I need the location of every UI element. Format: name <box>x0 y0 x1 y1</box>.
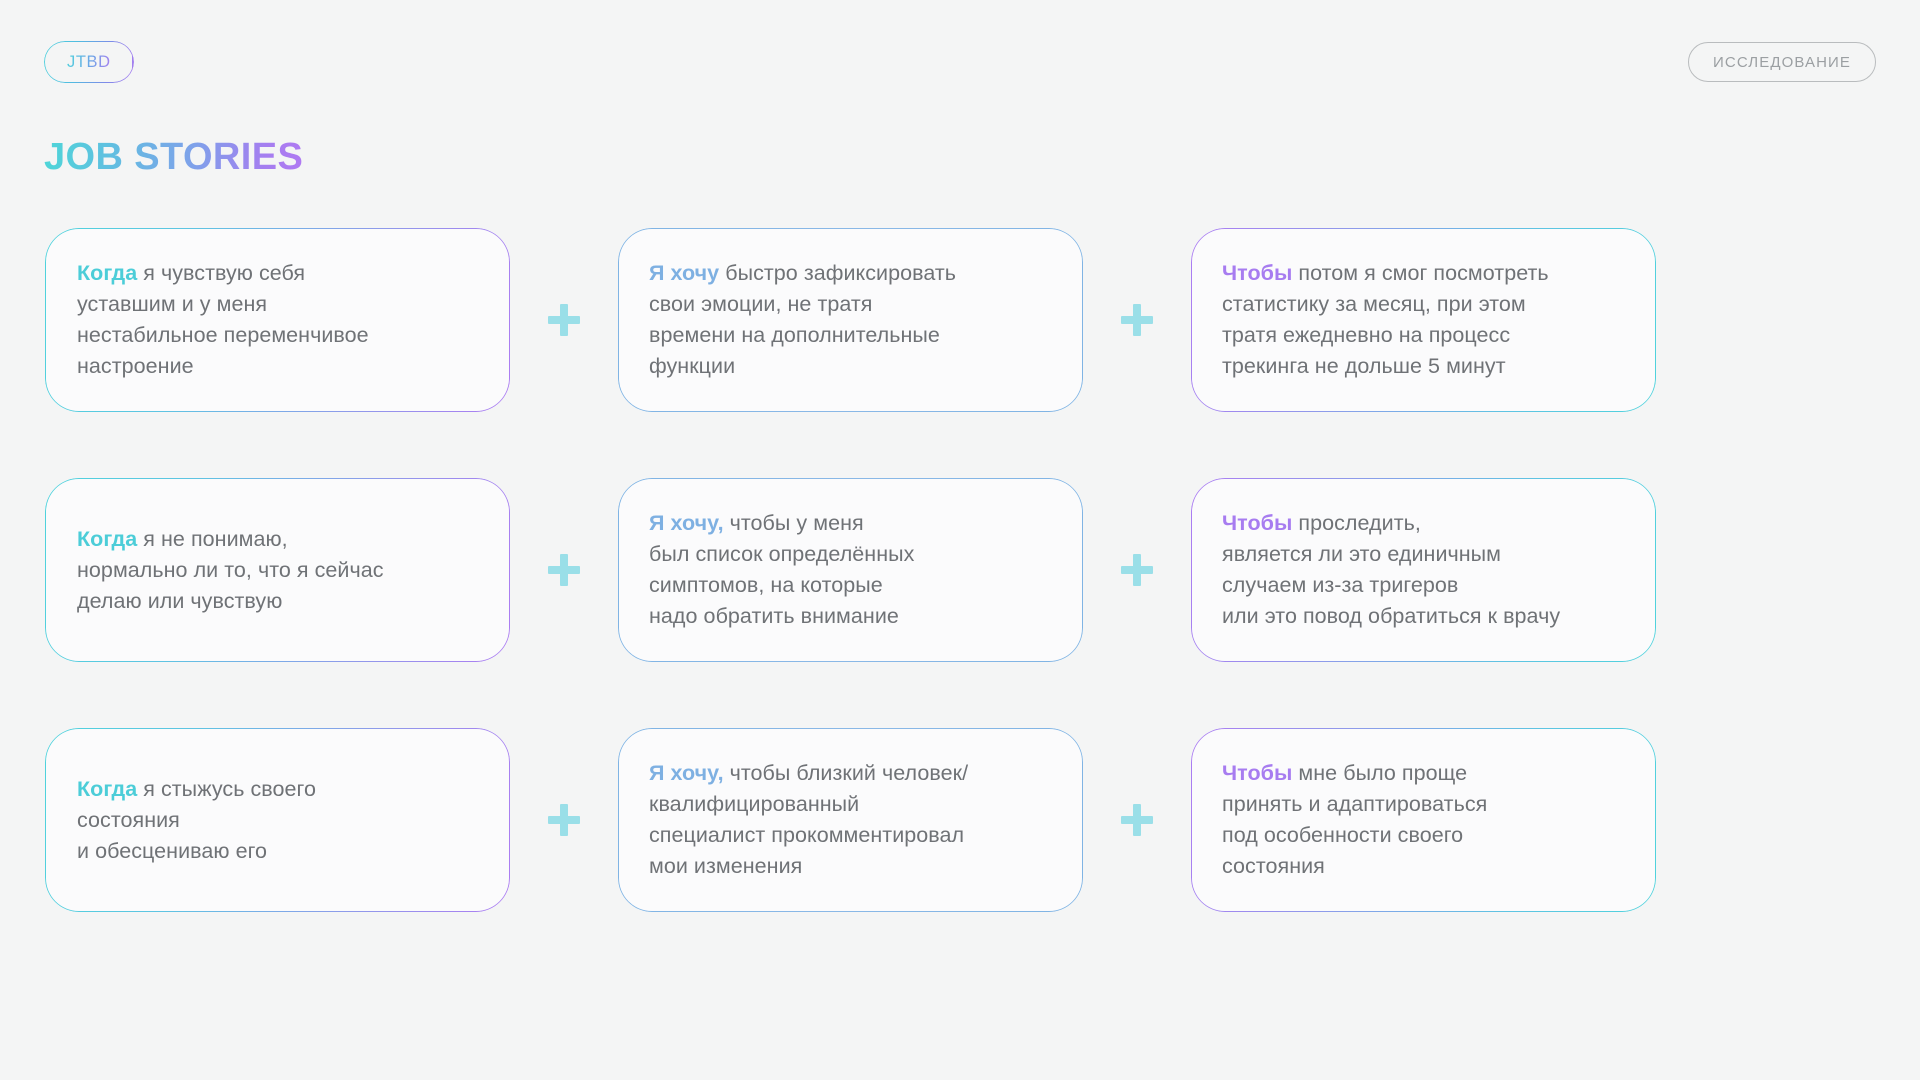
badge-research-label: ИССЛЕДОВАНИЕ <box>1713 53 1851 71</box>
badge-jtbd[interactable]: JTBD <box>44 41 134 83</box>
plus-icon <box>548 804 580 836</box>
card-when[interactable]: Когда я стыжусь своего состояния и обесц… <box>45 728 510 912</box>
job-stories-grid: Когда я чувствую себя уставшим и у меня … <box>45 228 1880 912</box>
plus-icon <box>1121 304 1153 336</box>
plus-icon <box>548 304 580 336</box>
plus-separator <box>510 228 618 412</box>
card-so-that[interactable]: Чтобы мне было проще принять и адаптиров… <box>1191 728 1656 912</box>
card-lead: Чтобы <box>1222 261 1293 285</box>
card-body: потом я смог посмотреть статистику за ме… <box>1222 261 1549 378</box>
card-lead: Я хочу, <box>649 761 724 785</box>
card-want-text: Я хочу, чтобы у меня был список определё… <box>618 508 934 632</box>
top-bar: JTBD ИССЛЕДОВАНИЕ <box>44 40 1876 84</box>
card-when-text: Когда я не понимаю, нормально ли то, что… <box>45 524 404 617</box>
card-when-text: Когда я чувствую себя уставшим и у меня … <box>45 258 389 382</box>
card-when[interactable]: Когда я чувствую себя уставшим и у меня … <box>45 228 510 412</box>
card-want-text: Я хочу быстро зафиксировать свои эмоции,… <box>618 258 976 382</box>
card-lead: Чтобы <box>1222 761 1293 785</box>
card-body: быстро зафиксировать свои эмоции, не тра… <box>649 261 957 378</box>
plus-separator <box>1083 228 1191 412</box>
card-lead: Чтобы <box>1222 511 1293 535</box>
card-body: я стыжусь своего состояния и обесцениваю… <box>77 776 316 863</box>
plus-icon <box>1121 554 1153 586</box>
card-so-that[interactable]: Чтобы потом я смог посмотреть статистику… <box>1191 228 1656 412</box>
card-body: я чувствую себя уставшим и у меня нестаб… <box>77 261 369 378</box>
plus-separator <box>1083 478 1191 662</box>
card-body: проследить, является ли это единичным сл… <box>1222 511 1561 628</box>
plus-icon <box>1121 804 1153 836</box>
card-body: чтобы у меня был список определённых сим… <box>649 511 915 628</box>
card-lead: Я хочу, <box>649 511 724 535</box>
job-story-row: Когда я стыжусь своего состояния и обесц… <box>45 728 1880 912</box>
plus-separator <box>1083 728 1191 912</box>
card-body: чтобы близкий человек/ квалифицированный… <box>649 761 969 878</box>
card-want[interactable]: Я хочу, чтобы у меня был список определё… <box>618 478 1083 662</box>
page-title: JOB STORIES <box>44 136 304 178</box>
card-want[interactable]: Я хочу, чтобы близкий человек/ квалифици… <box>618 728 1083 912</box>
card-lead: Когда <box>77 776 138 801</box>
card-so-that-text: Чтобы мне было проще принять и адаптиров… <box>1191 758 1507 882</box>
card-want[interactable]: Я хочу быстро зафиксировать свои эмоции,… <box>618 228 1083 412</box>
plus-separator <box>510 478 618 662</box>
card-lead: Когда <box>77 261 138 285</box>
card-so-that-text: Чтобы проследить, является ли это единич… <box>1191 508 1580 632</box>
card-so-that-text: Чтобы потом я смог посмотреть статистику… <box>1191 258 1569 382</box>
card-lead: Я хочу <box>649 261 720 285</box>
card-body: мне было проще принять и адаптироваться … <box>1222 761 1488 878</box>
plus-separator <box>510 728 618 912</box>
plus-icon <box>548 554 580 586</box>
card-body: я не понимаю, нормально ли то, что я сей… <box>77 526 384 613</box>
job-story-row: Когда я чувствую себя уставшим и у меня … <box>45 228 1880 412</box>
badge-research[interactable]: ИССЛЕДОВАНИЕ <box>1688 42 1876 82</box>
card-so-that[interactable]: Чтобы проследить, является ли это единич… <box>1191 478 1656 662</box>
card-when[interactable]: Когда я не понимаю, нормально ли то, что… <box>45 478 510 662</box>
card-want-text: Я хочу, чтобы близкий человек/ квалифици… <box>618 758 988 882</box>
badge-jtbd-label: JTBD <box>67 52 111 71</box>
card-when-text: Когда я стыжусь своего состояния и обесц… <box>45 774 336 867</box>
card-lead: Когда <box>77 526 138 551</box>
job-story-row: Когда я не понимаю, нормально ли то, что… <box>45 478 1880 662</box>
